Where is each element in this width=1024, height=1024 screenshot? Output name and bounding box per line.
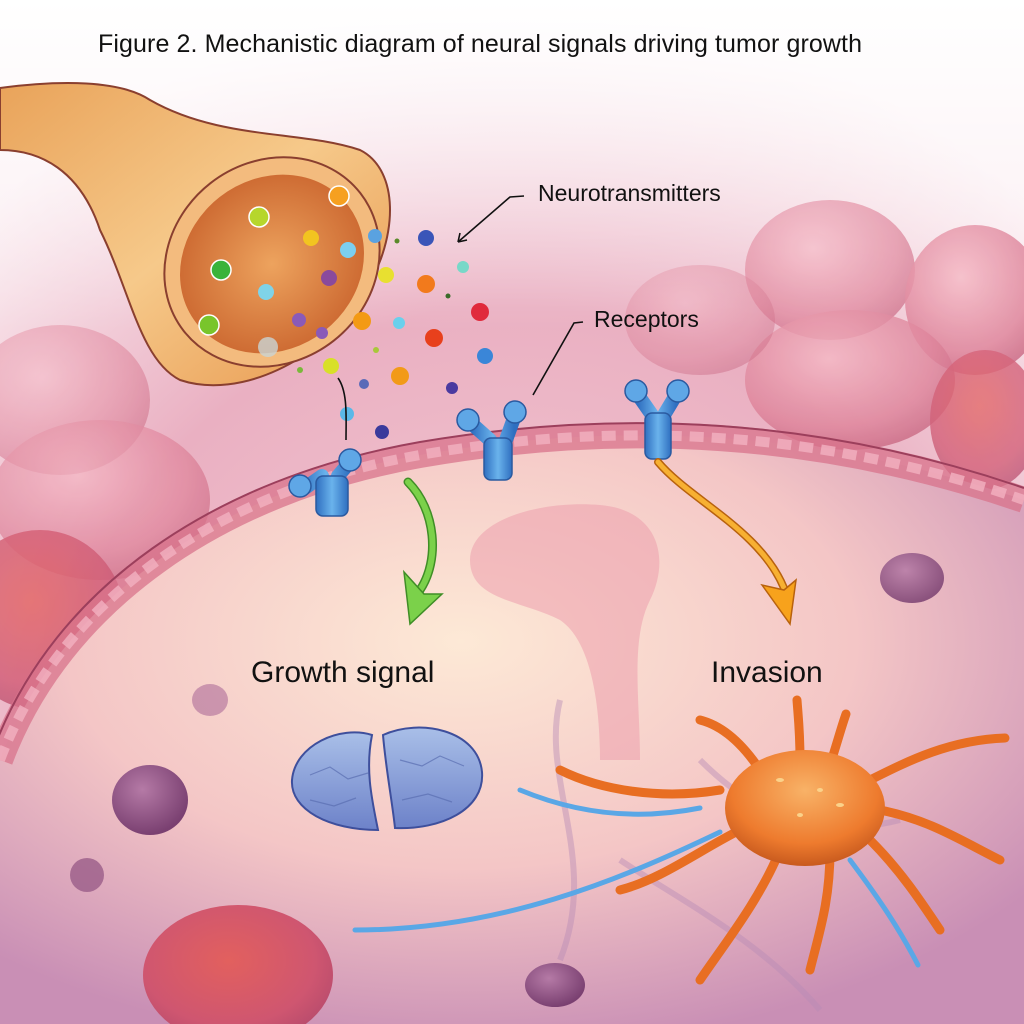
invasion-arrow — [654, 458, 798, 626]
neurotransmitter-particles — [292, 229, 493, 439]
organelle — [112, 765, 188, 835]
receptor-2 — [456, 400, 527, 481]
leader-lines — [337, 195, 584, 441]
receptor-1 — [288, 448, 362, 517]
invasive-tumor-cell — [352, 695, 1010, 985]
growth-signal-label: Growth signal — [251, 656, 435, 689]
neurotransmitters-label: Neurotransmitters — [538, 180, 721, 206]
invasion-label: Invasion — [711, 656, 823, 689]
neighbor-cell — [143, 905, 333, 1024]
receptors-label: Receptors — [594, 306, 699, 332]
cell-internal-structures — [70, 504, 944, 1024]
growth-signal-arrow — [402, 477, 444, 626]
background-cell-cluster — [0, 200, 1024, 710]
axon-terminal — [0, 82, 391, 387]
dividing-cell — [290, 726, 484, 832]
figure-title: Figure 2. Mechanistic diagram of neural … — [98, 30, 863, 58]
neurotransmitters-leader-line — [457, 195, 525, 243]
receptor-3 — [624, 379, 690, 460]
